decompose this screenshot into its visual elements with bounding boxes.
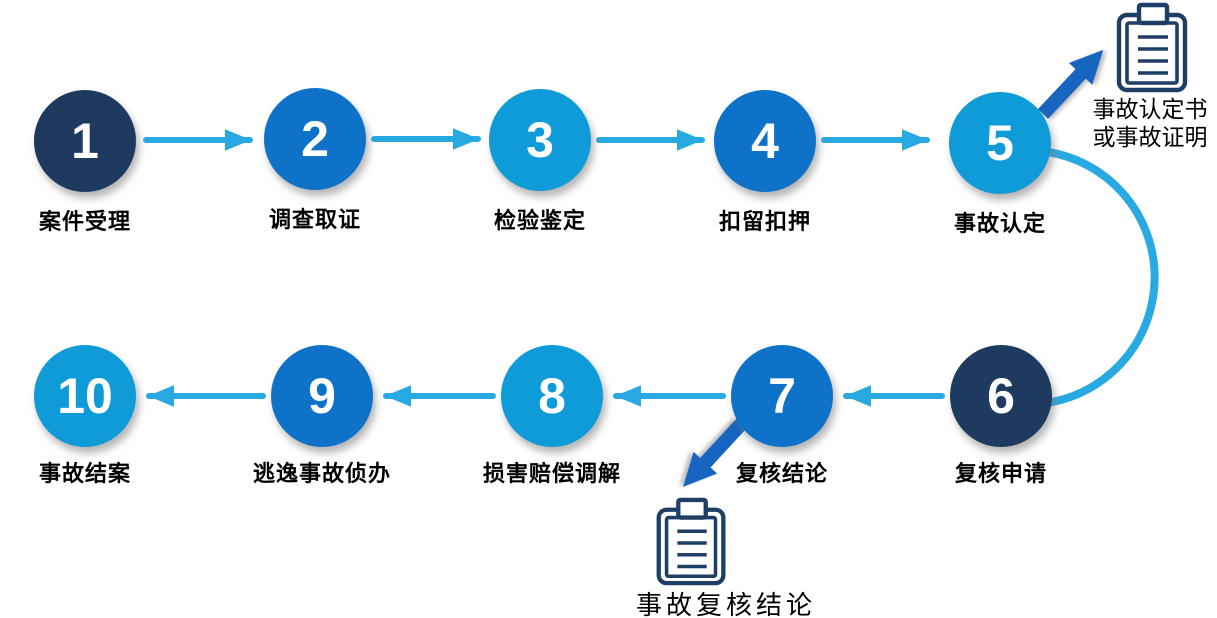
document-1-caption-line2: 或事故证明 (1092, 125, 1208, 150)
step-number: 7 (768, 368, 796, 424)
step-circle-8: 8 (501, 345, 603, 447)
step-4: 4 (714, 90, 816, 192)
step-number: 5 (986, 115, 1014, 171)
step-number: 3 (526, 112, 554, 168)
step-9: 9 (271, 345, 373, 447)
step-circle-3: 3 (489, 89, 591, 191)
step-10: 10 (34, 345, 136, 447)
step-circle-7: 7 (731, 345, 833, 447)
arrow-step7-to-document2 (683, 418, 748, 487)
step-number: 4 (751, 113, 779, 169)
step-circle-10: 10 (34, 345, 136, 447)
step-7: 7 (731, 345, 833, 447)
step-8: 8 (501, 345, 603, 447)
document-1-caption-line1: 事故认定书 (1092, 97, 1208, 122)
step-label-4: 扣留扣押 (718, 209, 811, 234)
step-label-10: 事故结案 (38, 461, 131, 486)
step-number: 9 (308, 368, 336, 424)
step-circle-5: 5 (949, 92, 1051, 194)
step-number: 2 (301, 111, 329, 167)
step-circle-4: 4 (714, 90, 816, 192)
step-label-2: 调查取证 (268, 207, 361, 232)
step-label-7: 复核结论 (735, 461, 828, 486)
step-1: 1 (34, 90, 136, 192)
step-3: 3 (489, 89, 591, 191)
step-2: 2 (264, 88, 366, 190)
step-label-5: 事故认定 (953, 211, 1046, 236)
clipboard-icon (1116, 2, 1188, 93)
step-number: 6 (987, 368, 1015, 424)
step-6: 6 (950, 345, 1052, 447)
document-2-caption: 事故复核结论 (635, 591, 816, 618)
arc-step5-to-step6 (1044, 148, 1159, 406)
document-1 (1112, 2, 1196, 101)
step-label-8: 损害赔偿调解 (482, 461, 621, 486)
step-5: 5 (949, 92, 1051, 194)
step-label-9: 逃逸事故侦办 (252, 461, 391, 486)
step-number: 1 (71, 113, 99, 169)
clipboard-icon (656, 497, 726, 586)
step-label-3: 检验鉴定 (493, 208, 586, 233)
step-label-1: 案件受理 (38, 209, 131, 234)
document-1-caption: 事故认定书 或事故证明 (1082, 96, 1217, 152)
step-circle-2: 2 (264, 88, 366, 190)
step-circle-9: 9 (271, 345, 373, 447)
document-2 (650, 497, 736, 594)
step-number: 8 (538, 368, 566, 424)
step-number: 10 (57, 368, 113, 424)
step-circle-6: 6 (950, 345, 1052, 447)
arrow-step5-to-document1 (1037, 49, 1104, 119)
step-circle-1: 1 (34, 90, 136, 192)
step-label-6: 复核申请 (954, 461, 1047, 486)
